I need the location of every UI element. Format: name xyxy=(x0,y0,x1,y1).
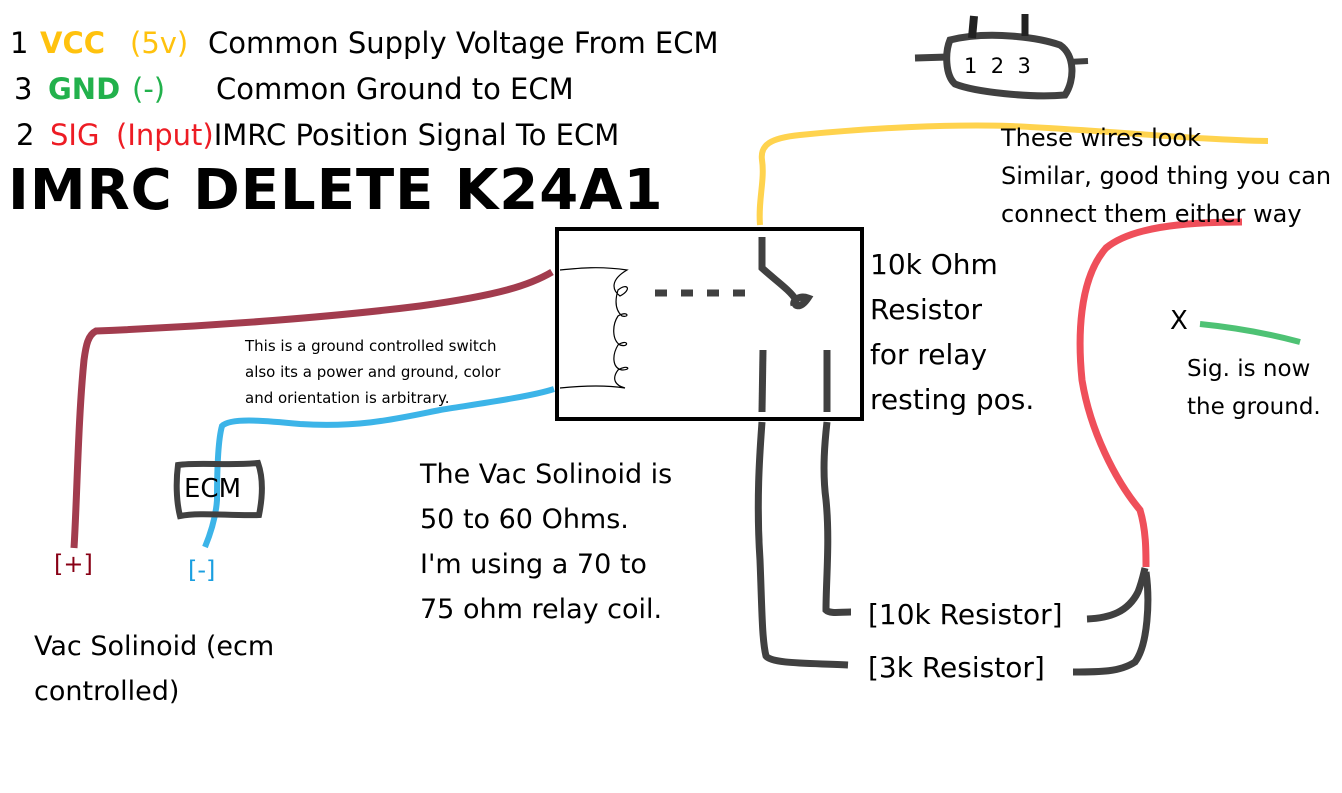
wire-red xyxy=(1076,218,1243,568)
note-line: and orientation is arbitrary. xyxy=(245,389,450,407)
resistor-10k-label: [10k Resistor] xyxy=(868,598,1063,631)
note-sig-ground: Sig. is now the ground. xyxy=(1187,350,1321,426)
relay-switch-arm xyxy=(758,237,814,310)
legend-description: IMRC Position Signal To ECM xyxy=(213,118,620,152)
note-line: for relay xyxy=(870,338,988,371)
connector-left-tab xyxy=(914,53,949,62)
note-ground-switch: This is a ground controlled switch also … xyxy=(245,333,500,411)
wire-yellow xyxy=(756,122,1269,226)
legend-extra: (5v) xyxy=(130,26,189,60)
legend-row-sig: 2 SIG (Input)IMRC Position Signal To ECM xyxy=(16,118,619,152)
page-title: IMRC DELETE K24A1 xyxy=(8,158,664,223)
legend-pin: 2 xyxy=(16,118,35,152)
legend-extra: (Input) xyxy=(116,118,214,152)
legend-row-gnd: 3 GND (-) Common Ground to ECM xyxy=(14,72,574,106)
wire-blue xyxy=(202,386,555,549)
note-vac-label: Vac Solinoid (ecm controlled) xyxy=(34,624,274,714)
legend-code: SIG xyxy=(50,118,100,152)
resistor-3k-label: [3k Resistor] xyxy=(868,651,1045,684)
pin-label-3: 3 xyxy=(1017,54,1031,78)
minus-terminal-label: [-] xyxy=(188,556,216,584)
note-line: The Vac Solinoid is xyxy=(420,459,673,490)
x-mark: X xyxy=(1170,306,1188,336)
note-line: Resistor xyxy=(870,293,982,326)
ecm-label: ECM xyxy=(184,474,242,504)
wire-lead-10k xyxy=(820,421,852,616)
note-line: 75 ohm relay coil. xyxy=(420,594,663,625)
connector-pin-labels: 1 2 3 xyxy=(964,56,1031,77)
note-line: also its a power and ground, color xyxy=(245,363,501,381)
wire-green xyxy=(1199,321,1301,345)
legend-description: Common Supply Voltage From ECM xyxy=(208,26,719,60)
pin-label-1: 1 xyxy=(964,54,978,78)
wire-lead-3k xyxy=(754,421,849,669)
relay-box xyxy=(555,227,864,421)
note-vac-solenoid: The Vac Solinoid is 50 to 60 Ohms. I'm u… xyxy=(420,452,672,632)
note-line: 10k Ohm xyxy=(870,248,998,281)
plus-terminal-label: [+] xyxy=(54,550,93,578)
pin-label-2: 2 xyxy=(990,54,1005,78)
legend-pin: 3 xyxy=(14,72,33,106)
note-10k-resistor: 10k Ohm Resistor for relay resting pos. xyxy=(870,242,1034,422)
legend-row-vcc: 1 VCC (5v) Common Supply Voltage From ECM xyxy=(10,26,719,60)
note-line: Vac Solinoid (ecm xyxy=(34,631,275,662)
note-line: the ground. xyxy=(1187,394,1321,420)
connector-outline xyxy=(943,31,1076,100)
wire-maroon xyxy=(70,268,554,549)
note-line: These wires look xyxy=(1001,124,1202,152)
connector-right-tab xyxy=(1067,58,1089,65)
legend-code: VCC xyxy=(40,26,106,60)
connector-pin-1 xyxy=(968,15,978,39)
note-line: connect them either way xyxy=(1001,200,1302,228)
relay-coil xyxy=(559,267,629,389)
legend-description: Common Ground to ECM xyxy=(216,72,574,106)
relay-contact-left xyxy=(758,349,767,413)
legend-code: GND xyxy=(48,72,121,106)
note-wires-similar: These wires look Similar, good thing you… xyxy=(1001,119,1331,233)
note-line: Similar, good thing you can xyxy=(1001,162,1332,190)
note-line: 50 to 60 Ohms. xyxy=(420,504,629,535)
note-line: resting pos. xyxy=(870,383,1035,416)
note-line: I'm using a 70 to xyxy=(420,549,647,580)
wire-out-10k xyxy=(1086,567,1149,623)
legend-extra: (-) xyxy=(132,72,166,106)
note-line: This is a ground controlled switch xyxy=(245,337,497,355)
ecm-box xyxy=(173,459,265,520)
wire-out-3k xyxy=(1072,571,1152,676)
note-line: controlled) xyxy=(34,676,180,707)
note-line: Sig. is now xyxy=(1187,356,1311,382)
legend-pin: 1 xyxy=(10,26,29,60)
